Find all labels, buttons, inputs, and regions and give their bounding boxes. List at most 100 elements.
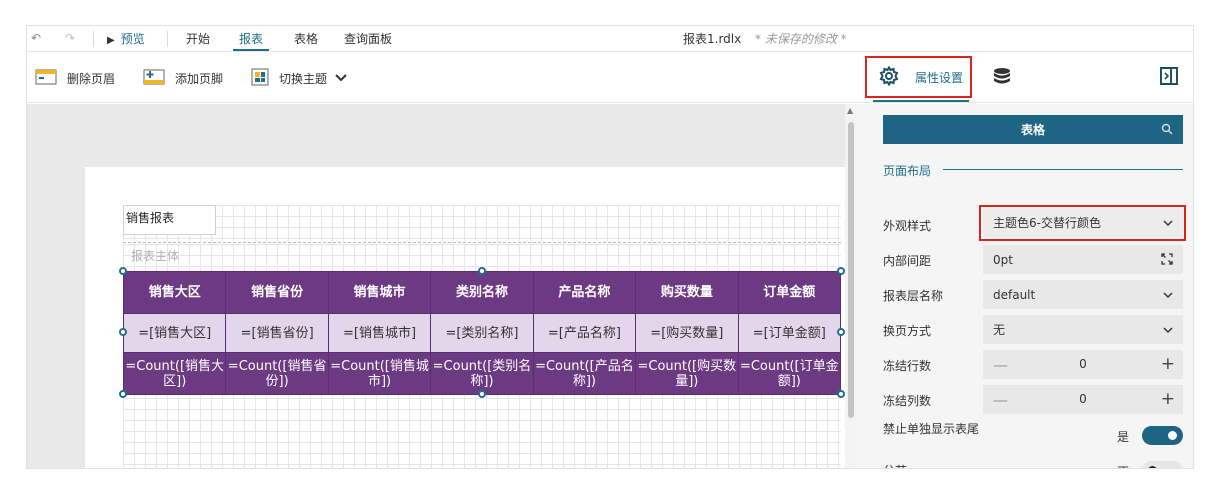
padding-field[interactable]: 0pt: [983, 245, 1183, 274]
scroll-up-icon[interactable]: ▲: [847, 106, 854, 115]
resize-handle[interactable]: [478, 267, 486, 275]
preview-label: 预览: [120, 32, 145, 46]
designer-window: ↶ ↷ ▶预览 开始 报表 表格 查询面板 报表1.rdlx * 未保存的修改 …: [26, 25, 1194, 469]
chevron-down-icon: [1163, 323, 1173, 337]
undo-icon[interactable]: ↶: [31, 31, 42, 45]
resize-handle[interactable]: [119, 328, 127, 336]
freeze-rows-stepper[interactable]: — 0 +: [983, 350, 1183, 379]
menu-start[interactable]: 开始: [186, 32, 211, 46]
resize-handle[interactable]: [119, 267, 127, 275]
top-menu-bar: ↶ ↷ ▶预览 开始 报表 表格 查询面板 报表1.rdlx * 未保存的修改 …: [27, 26, 1193, 52]
appearance-style-label: 外观样式: [883, 219, 932, 233]
appearance-style-select[interactable]: 主题色6-交替行颜色: [983, 208, 1183, 237]
table-detail-cell[interactable]: =[订单金额]: [737, 313, 842, 353]
gear-icon: [879, 65, 899, 89]
table-header-cell[interactable]: 购买数量: [635, 271, 739, 314]
padding-value: 0pt: [993, 252, 1013, 267]
table-footer-cell[interactable]: =Count([类别名称]): [430, 352, 534, 395]
property-panel: 表格 页面布局 外观样式 主题色6-交替行颜色 内部间距 0pt 报表层名称 d…: [857, 104, 1193, 468]
active-tab-indicator: [233, 49, 269, 51]
resize-handle[interactable]: [119, 390, 127, 398]
freeze-rows-value: 0: [1079, 357, 1087, 371]
table-footer-row: =Count([销售大区]) =Count([销售省份]) =Count([销售…: [122, 352, 842, 395]
canvas-scrollbar[interactable]: ▲: [845, 104, 857, 468]
appearance-style-highlight: [979, 205, 1186, 241]
chevron-down-icon: [1163, 216, 1173, 230]
plus-icon[interactable]: +: [1160, 389, 1175, 409]
table-detail-cell[interactable]: =[产品名称]: [532, 313, 637, 353]
property-settings-highlight: [865, 56, 972, 98]
report-layer-select[interactable]: default: [983, 280, 1183, 309]
design-canvas[interactable]: 销售报表 报表主体 销售大区 销售省份 销售城市 类别名称 产品名称 购买数量 …: [27, 104, 845, 468]
play-icon: ▶: [107, 35, 115, 46]
unsaved-changes-note: * 未保存的修改 *: [755, 32, 847, 46]
no-standalone-footer-state: 是: [1117, 430, 1130, 444]
table-detail-cell[interactable]: =[销售大区]: [122, 313, 227, 353]
resize-handle[interactable]: [837, 328, 845, 336]
freeze-cols-stepper[interactable]: — 0 +: [983, 385, 1183, 414]
section-toggle[interactable]: [1142, 461, 1183, 468]
page-break-select[interactable]: 无: [983, 315, 1183, 344]
active-panel-indicator: [873, 100, 969, 102]
minus-icon[interactable]: —: [993, 391, 1008, 409]
property-settings-tab[interactable]: 属性设置: [879, 65, 964, 89]
add-footer-label: 添加页脚: [175, 71, 224, 86]
resize-handle[interactable]: [837, 267, 845, 275]
table-footer-cell[interactable]: =Count([购买数量]): [635, 352, 739, 395]
scrollbar-thumb[interactable]: [848, 122, 854, 418]
table-header-cell[interactable]: 订单金额: [737, 271, 842, 314]
table-header-cell[interactable]: 销售城市: [327, 271, 432, 314]
report-table[interactable]: 销售大区 销售省份 销售城市 类别名称 产品名称 购买数量 订单金额 =[销售大…: [122, 271, 842, 395]
resize-handle[interactable]: [478, 390, 486, 398]
padding-label: 内部间距: [883, 254, 932, 268]
property-settings-label: 属性设置: [915, 70, 964, 85]
switch-theme-button[interactable]: 切换主题: [251, 68, 347, 88]
chevron-down-icon: [335, 71, 347, 85]
table-footer-cell[interactable]: =Count([销售大区]): [122, 352, 227, 395]
add-footer-button[interactable]: 添加页脚: [143, 68, 223, 88]
section-page-layout: 页面布局: [883, 164, 932, 178]
table-header-cell[interactable]: 销售省份: [225, 271, 329, 314]
table-detail-row: =[销售大区] =[销售省份] =[销售城市] =[类别名称] =[产品名称] …: [122, 313, 842, 353]
table-header-cell[interactable]: 产品名称: [532, 271, 637, 314]
search-icon[interactable]: [1161, 123, 1173, 138]
table-footer-cell[interactable]: =Count([销售省份]): [225, 352, 329, 395]
theme-icon: [251, 68, 269, 89]
report-title-textbox[interactable]: 销售报表: [123, 205, 216, 235]
separator: [167, 31, 168, 47]
separator: [93, 31, 94, 47]
plus-icon[interactable]: +: [1160, 354, 1175, 374]
freeze-rows-label: 冻结行数: [883, 359, 932, 373]
table-footer-cell[interactable]: =Count([订单金额]): [737, 352, 842, 395]
table-detail-cell[interactable]: =[购买数量]: [635, 313, 739, 353]
panel-toggle-icon[interactable]: [1160, 67, 1178, 89]
resize-handle[interactable]: [837, 390, 845, 398]
section-divider: [943, 169, 1183, 170]
ribbon-toolbar: 删除页眉 添加页脚 切换主题 属性设置: [27, 53, 1193, 103]
expand-icon[interactable]: [1161, 253, 1173, 268]
table-detail-cell[interactable]: =[销售省份]: [225, 313, 329, 353]
preview-button[interactable]: ▶ 预览: [107, 30, 145, 47]
delete-header-label: 删除页眉: [67, 71, 116, 86]
delete-header-icon: [35, 69, 57, 88]
menu-query-panel[interactable]: 查询面板: [344, 32, 393, 46]
property-search-bar[interactable]: 表格: [883, 115, 1183, 144]
table-header-cell[interactable]: 销售大区: [122, 271, 227, 314]
page-header-band: [123, 205, 841, 241]
table-footer-cell[interactable]: =Count([产品名称]): [532, 352, 637, 395]
delete-header-button[interactable]: 删除页眉: [35, 68, 115, 88]
table-detail-cell[interactable]: =[销售城市]: [327, 313, 432, 353]
freeze-cols-label: 冻结列数: [883, 394, 932, 408]
database-icon[interactable]: [993, 67, 1011, 91]
no-standalone-footer-toggle[interactable]: [1142, 426, 1183, 445]
page-break-label: 换页方式: [883, 324, 932, 338]
menu-table[interactable]: 表格: [294, 32, 319, 46]
table-detail-cell[interactable]: =[类别名称]: [430, 313, 534, 353]
minus-icon[interactable]: —: [993, 356, 1008, 374]
section-toggle-label: 分节: [883, 464, 907, 468]
redo-icon[interactable]: ↷: [65, 31, 76, 45]
menu-report[interactable]: 报表: [239, 32, 264, 46]
table-footer-cell[interactable]: =Count([销售城市]): [327, 352, 432, 395]
table-header-cell[interactable]: 类别名称: [430, 271, 534, 314]
